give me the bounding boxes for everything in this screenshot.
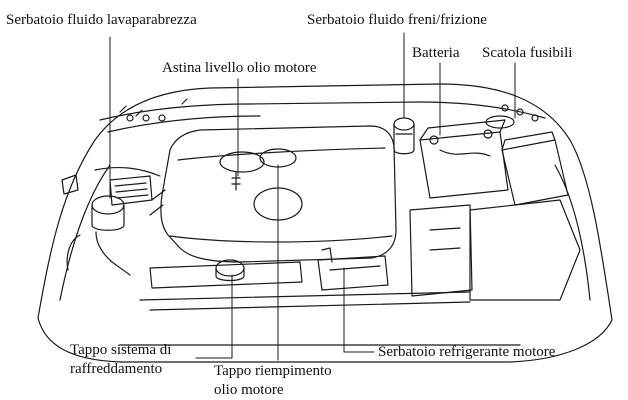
battery [420,120,508,198]
label-washer-reservoir: Serbatoio fluido lavaparabrezza [6,11,197,29]
radiator-area [140,260,470,310]
right-side-structure [410,200,580,300]
label-brake-reservoir: Serbatoio fluido freni/frizione [307,11,487,29]
label-dipstick: Astina livello olio motore [162,59,317,77]
coolant-reservoir [318,248,388,290]
label-coolant-reservoir: Serbatoio refrigerante motore [378,343,555,361]
fuse-box [486,116,568,205]
engine-cover [150,126,396,262]
leader-lines [110,33,515,360]
label-oil-filler-line2: olio motore [214,381,284,399]
label-radiator-cap-line2: raffreddamento [70,360,162,378]
label-radiator-cap-line1: Tappo sistema di [70,341,171,359]
label-oil-filler-line1: Tappo riempimento [214,362,332,380]
brake-reservoir [394,118,414,154]
leader-coolant [344,268,374,352]
label-battery: Batteria [412,44,459,62]
label-fuse-box: Scatola fusibili [482,44,572,62]
